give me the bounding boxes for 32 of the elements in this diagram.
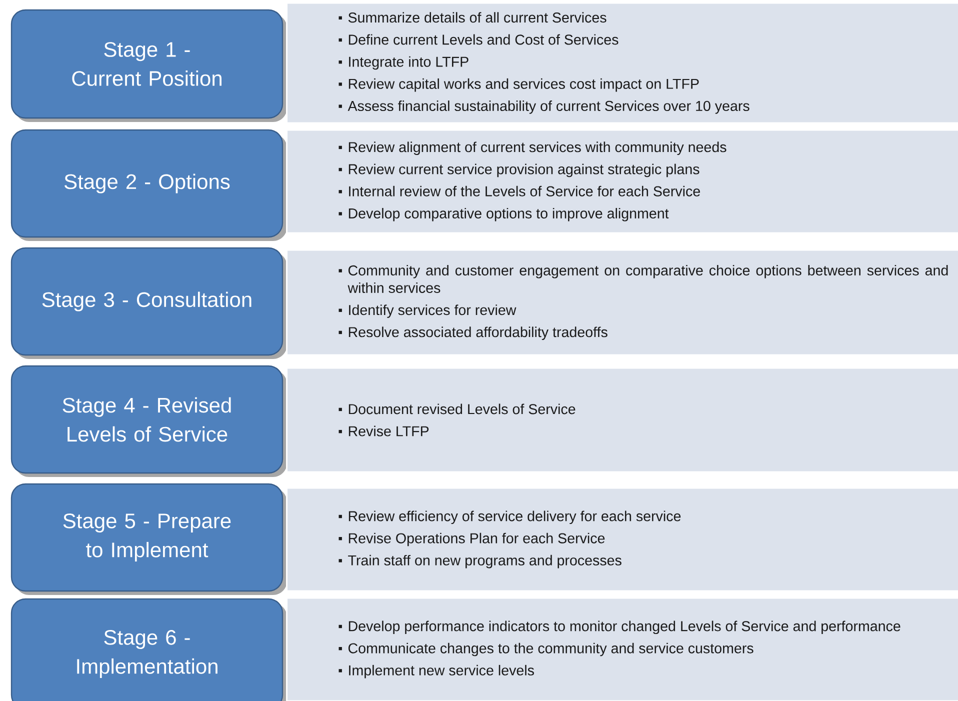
bullet-point: Document revised Levels of Service	[338, 404, 576, 414]
bullet-point: Implement new service levels	[338, 664, 534, 678]
bullet-point: Communicate changes to the community and service customers	[338, 642, 754, 656]
bullet-point: Resolve associated affordability tradeoffs	[338, 326, 608, 340]
bullet-point: Review current service provision against strategic plans	[338, 164, 700, 178]
stage-box: Stage 3 - Consultation	[10, 247, 284, 356]
description-panel	[286, 249, 958, 356]
bullet-point: Integrate into LTFP	[338, 56, 468, 70]
bullet-point: Assess financial sustainability of current Services over 10 years	[338, 100, 750, 114]
stage-box: Stage 1 - Current Position	[10, 9, 284, 119]
description-panel	[286, 2, 958, 124]
stage-box: Stage 2 - Options	[10, 129, 284, 238]
bullet-point: Develop comparative options to improve alignment	[338, 208, 669, 222]
stage-box: Stage 6 - Implementation	[10, 598, 284, 701]
bullet-point: Revise LTFP	[338, 426, 429, 436]
bullet-point: Review capital works and services cost impact on LTFP	[338, 78, 699, 92]
stage-box: Stage 5 - Prepare to Implement	[10, 483, 284, 592]
bullet-point: Train staff on new programs and processes	[338, 554, 622, 568]
description-panel	[286, 367, 958, 473]
description-panel	[286, 487, 958, 592]
bullet-point: Review efficiency of service delivery for each service	[338, 510, 681, 524]
bullet-point: Community and customer engagement on comparative choice options between services and within services	[338, 264, 948, 293]
bullet-point: Summarize details of all current Services	[338, 12, 606, 23]
bullet-point: Identify services for review	[338, 304, 516, 318]
bullet-point: Develop performance indicators to monitor changed Levels of Service and performance	[338, 620, 900, 634]
bullet-point: Internal review of the Levels of Service for each Service	[338, 186, 700, 196]
bullet-point: Review alignment of current services with community needs	[338, 142, 726, 155]
stage-box: Stage 4 - Revised Levels of Service	[10, 365, 284, 474]
bullet-point: Define current Levels and Cost of Services	[338, 34, 618, 45]
description-panel	[286, 597, 958, 701]
description-panel	[286, 129, 958, 234]
bullet-point: Revise Operations Plan for each Service	[338, 532, 605, 546]
